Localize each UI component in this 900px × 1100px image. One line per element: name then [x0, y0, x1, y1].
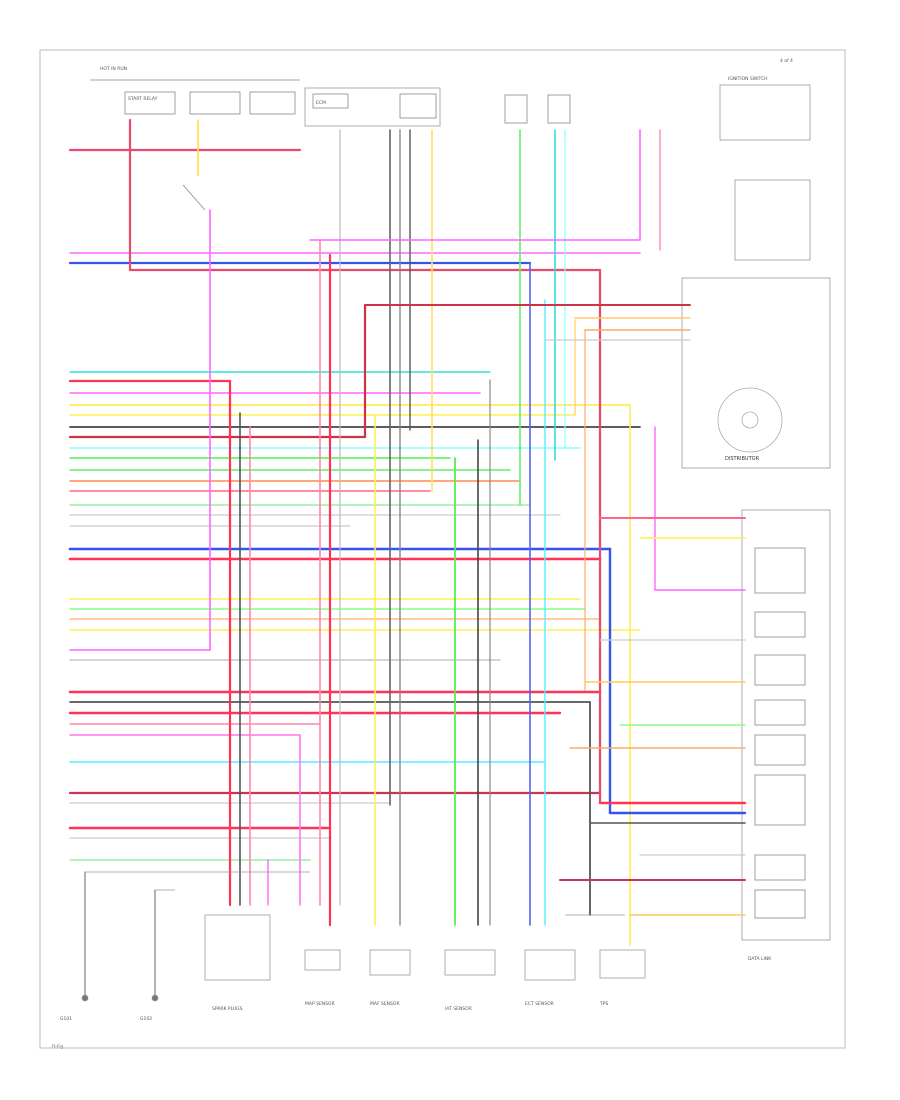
distributor-label: DISTRIBUTOR — [725, 456, 760, 462]
sensor-label-1: MAP SENSOR — [305, 1001, 335, 1007]
footer-label: D-Fig — [52, 1044, 64, 1050]
hot-in-run-label: HOT IN RUN — [100, 66, 127, 72]
ignition-switch-label: IGNITION SWITCH — [728, 76, 768, 82]
sensor-label-3: IAT SENSOR — [445, 1006, 472, 1012]
sensor-label-2: MAF SENSOR — [370, 1001, 400, 1007]
start-relay-label: START RELAY — [128, 96, 158, 102]
ground-right-label: G102 — [140, 1016, 152, 1022]
data-link-label: DATA LINK — [748, 956, 772, 962]
sensor-label-5: TPS — [599, 1001, 608, 1007]
top-components: HOT IN RUN START RELAY ECM IGNITION SWIT… — [90, 66, 831, 941]
bottom-components: G101 G102 SPARK PLUGS MAP SENSOR MAF SEN… — [60, 871, 772, 1022]
page-ref: 4 of 4 — [780, 58, 793, 64]
ground-left-label: G101 — [60, 1016, 72, 1022]
sensor-label-4: ECT SENSOR — [525, 1001, 554, 1007]
wire-right — [309, 239, 747, 916]
ecm-label: ECM — [316, 100, 326, 106]
diagram-frame — [39, 49, 846, 1049]
wire-bus — [68, 148, 641, 861]
wire-verticals — [84, 118, 661, 996]
spark-plugs-label: SPARK PLUGS — [212, 1006, 243, 1012]
